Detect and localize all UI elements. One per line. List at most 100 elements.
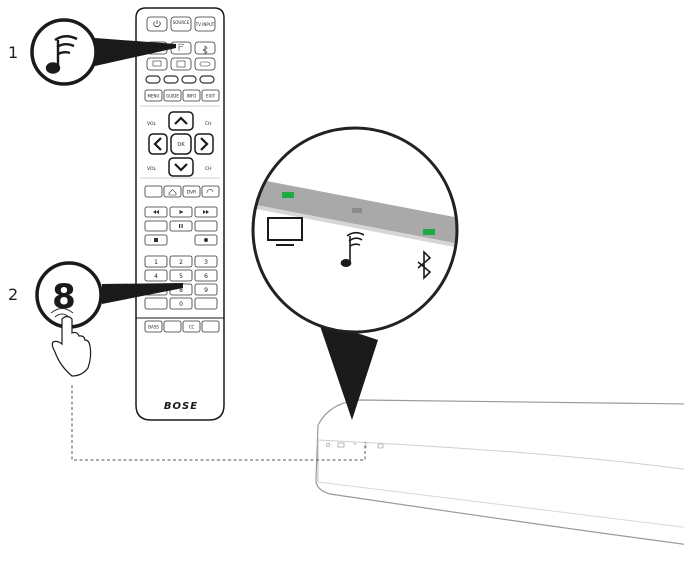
function-button-2[interactable] — [163, 75, 179, 84]
remote-menu-row: MENU GUIDE INFO EXIT — [144, 89, 220, 102]
bluetooth-icon — [202, 45, 208, 55]
music-wifi-status-light — [352, 208, 362, 213]
status-light-callout — [251, 126, 459, 334]
chevron-right-icon — [200, 137, 209, 151]
chat-button[interactable] — [163, 320, 182, 333]
keypad-label: 1 — [154, 259, 158, 266]
keypad-button-4[interactable] — [144, 269, 168, 282]
guide-button[interactable] — [163, 89, 182, 102]
dvr-label: DVR — [187, 190, 197, 196]
function-button-4[interactable] — [199, 75, 215, 84]
keypad-label: 4 — [154, 273, 158, 280]
up-button[interactable] — [168, 111, 194, 131]
ch-label-lower: CH — [205, 166, 212, 172]
tv-input-button[interactable] — [194, 16, 216, 32]
cable-box-icon — [176, 60, 186, 68]
home-button[interactable] — [163, 185, 182, 198]
remote-dvr-row: DVR — [144, 185, 220, 198]
remote-device-row — [146, 57, 216, 71]
soundbar-status-icons — [326, 442, 384, 449]
pause-button[interactable] — [169, 220, 193, 232]
ok-label: OK — [177, 142, 185, 148]
vol-label-lower: VOL — [147, 166, 157, 172]
keypad-label: 6 — [204, 273, 208, 280]
pip-button[interactable] — [201, 320, 220, 333]
guide-label: GUIDE — [166, 94, 179, 99]
remote-keypad: 1234567890 — [144, 255, 218, 310]
right-button[interactable] — [194, 133, 214, 155]
step-1-leader — [95, 38, 176, 66]
transport-glyphs — [153, 210, 209, 242]
tv-input-label: TV INPUT — [195, 22, 215, 27]
function-button-1[interactable] — [145, 75, 161, 84]
source-button[interactable] — [170, 16, 192, 32]
remote-top-buttons: SOURCE TV INPUT — [146, 16, 216, 32]
keypad-button-5[interactable] — [169, 269, 193, 282]
keypad-label: 8 — [179, 287, 183, 294]
bass-button[interactable] — [144, 320, 163, 333]
music-wifi-icon — [177, 43, 185, 51]
chevron-down-icon — [174, 163, 188, 172]
chevron-up-icon — [174, 116, 188, 125]
keypad-label: 3 — [204, 259, 208, 266]
game-icon — [199, 61, 211, 67]
step-2-number: 2 — [8, 285, 18, 304]
tv-device-button[interactable] — [146, 57, 168, 71]
game-device-button[interactable] — [194, 57, 216, 71]
bass-label: BASS — [148, 325, 159, 330]
source-label: SOURCE — [173, 20, 190, 25]
soundbar — [315, 399, 684, 545]
remote-color-row — [145, 75, 215, 84]
power-icon — [153, 20, 161, 28]
tv-icon — [267, 217, 303, 246]
keypad-label: 9 — [204, 287, 208, 294]
keypad-button-6[interactable] — [194, 269, 218, 282]
dvr-button[interactable] — [182, 185, 201, 198]
exit-button[interactable] — [201, 89, 220, 102]
ok-button[interactable] — [170, 133, 192, 155]
home-icon — [168, 189, 177, 196]
remote-control: SOURCE TV INPUT — [135, 7, 225, 421]
keypad-button-2[interactable] — [169, 255, 193, 268]
cc-label: CC — [189, 325, 195, 330]
music-wifi-icon — [45, 35, 78, 74]
bose-logo: BOSE — [164, 401, 198, 412]
menu-button[interactable] — [144, 89, 163, 102]
info-button[interactable] — [182, 89, 201, 102]
left-button[interactable] — [148, 133, 168, 155]
keypad-button-0[interactable] — [169, 297, 193, 310]
step-1-number: 1 — [8, 43, 18, 62]
finger-press-icon — [51, 315, 92, 377]
music-wifi-icon — [340, 231, 365, 267]
step-2-leader — [102, 283, 183, 304]
keypad-button-1[interactable] — [144, 255, 168, 268]
info-label: INFO — [187, 94, 197, 99]
exit-label: EXIT — [206, 94, 215, 99]
connection-dashed-line — [71, 385, 366, 461]
keypad-button-blank-3-0[interactable] — [144, 297, 168, 310]
keypad-label: 0 — [179, 301, 183, 308]
keypad-button-3[interactable] — [194, 255, 218, 268]
menu-label: MENU — [148, 94, 160, 99]
vol-label: VOL — [147, 121, 157, 127]
bluetooth-status-light — [423, 229, 435, 235]
back-icon — [206, 189, 214, 194]
remote-transport — [144, 206, 218, 246]
cable-device-button[interactable] — [170, 57, 192, 71]
down-button[interactable] — [168, 157, 194, 177]
step-2-key: 8 — [52, 277, 76, 317]
keypad-button-9[interactable] — [194, 283, 218, 296]
skip-back-button[interactable] — [144, 220, 168, 232]
cc-button[interactable] — [182, 320, 201, 333]
tv-icon — [152, 60, 162, 67]
keypad-button-blank-3-2[interactable] — [194, 297, 218, 310]
skip-forward-button[interactable] — [194, 220, 218, 232]
remote-navigation: VOL CH VOL CH OK — [147, 111, 214, 177]
chevron-left-icon — [153, 137, 162, 151]
remote-bottom-row: BASS CC — [144, 320, 220, 333]
speaker-button[interactable] — [144, 185, 163, 198]
function-button-3[interactable] — [181, 75, 197, 84]
callout-pointer — [318, 320, 378, 420]
back-button[interactable] — [201, 185, 220, 198]
